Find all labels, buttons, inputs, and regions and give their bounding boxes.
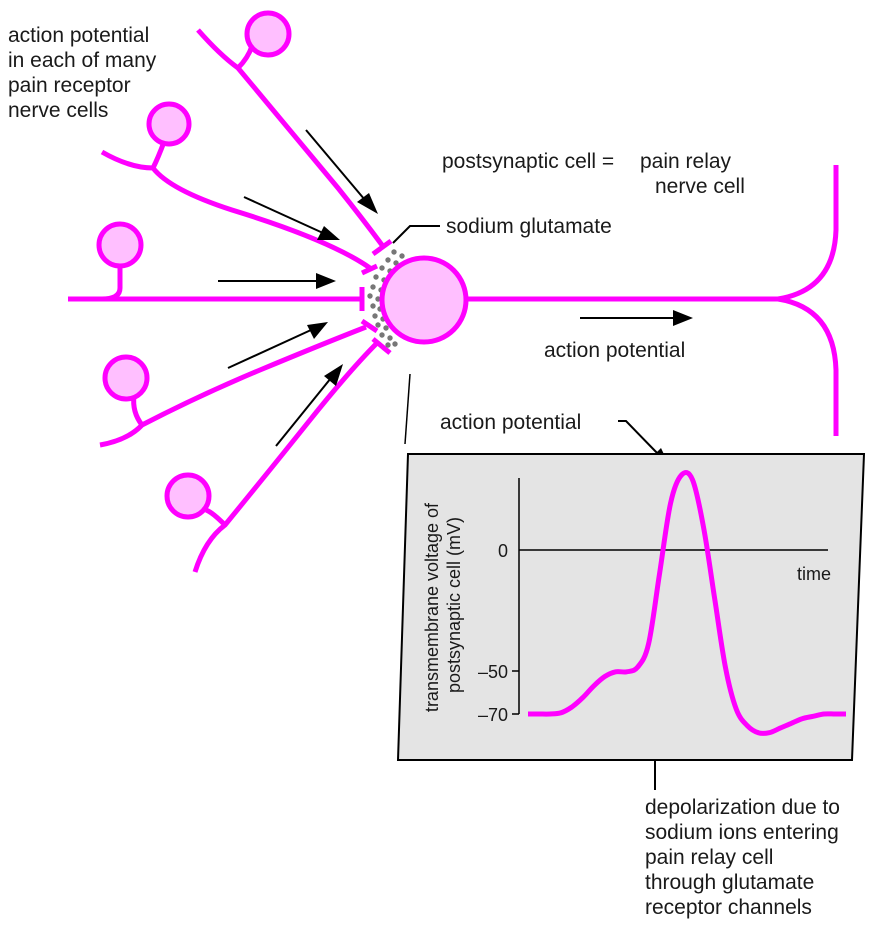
- ytick-minus50: –50: [478, 662, 508, 682]
- sodium-glutamate-leader: [392, 225, 440, 244]
- relay-branch-up: [777, 165, 839, 302]
- ytick-0: 0: [498, 541, 508, 561]
- graph-panel: [396, 453, 866, 761]
- arrow-in-4: [227, 322, 328, 369]
- postsynaptic-neuron: [465, 165, 839, 436]
- presynaptic-cell-bodies: [96, 10, 292, 520]
- depolarization-label: depolarization due to sodium ions enteri…: [645, 796, 846, 919]
- relay-branch-down: [777, 296, 839, 436]
- neuron-2-stalk: [150, 141, 167, 170]
- x-axis-label: time: [797, 564, 831, 584]
- neuron-4-stalk: [131, 395, 145, 427]
- neuron-2-body: [146, 101, 192, 147]
- zoom-line: [404, 373, 411, 445]
- neuron-3-stalk: [101, 265, 123, 302]
- neuron-5-body: [164, 472, 212, 520]
- neuron-4-axon: [99, 324, 367, 448]
- neuron-4-body: [102, 354, 150, 402]
- presynaptic-neurons: [68, 28, 385, 573]
- neuron-1-body: [244, 10, 292, 58]
- neuron-1-axon: [196, 28, 385, 247]
- y-axis-label: transmembrane voltage of postsynaptic ce…: [422, 498, 464, 712]
- neuron-2-axon: [100, 149, 372, 271]
- neuron-1-stalk: [236, 45, 255, 70]
- arrow-in-1: [305, 129, 378, 214]
- sodium-glutamate-label: sodium glutamate: [446, 215, 612, 238]
- axon-action-potential-label: action potential: [544, 339, 685, 362]
- arrow-in-5: [275, 364, 343, 447]
- pain-relay-label: pain relay nerve cell: [640, 150, 745, 198]
- graph-axes: [512, 478, 828, 715]
- arrow-axon: [580, 310, 693, 326]
- postsynaptic-cell-label: postsynaptic cell =: [442, 150, 614, 173]
- presynaptic-label: action potential in each of many pain re…: [8, 24, 162, 122]
- arrow-in-3: [218, 273, 336, 289]
- neuron-3-body: [96, 221, 144, 269]
- graph-action-potential-label: action potential: [440, 411, 581, 434]
- relay-cell-body: [379, 255, 469, 345]
- arrow-in-2: [243, 196, 340, 240]
- action-potential-curve: [528, 470, 846, 736]
- synaptic-terminals: [359, 238, 393, 355]
- neuron-5-stalk: [205, 507, 227, 527]
- ytick-minus70: –70: [478, 705, 508, 725]
- neuron-5-axon: [192, 340, 380, 573]
